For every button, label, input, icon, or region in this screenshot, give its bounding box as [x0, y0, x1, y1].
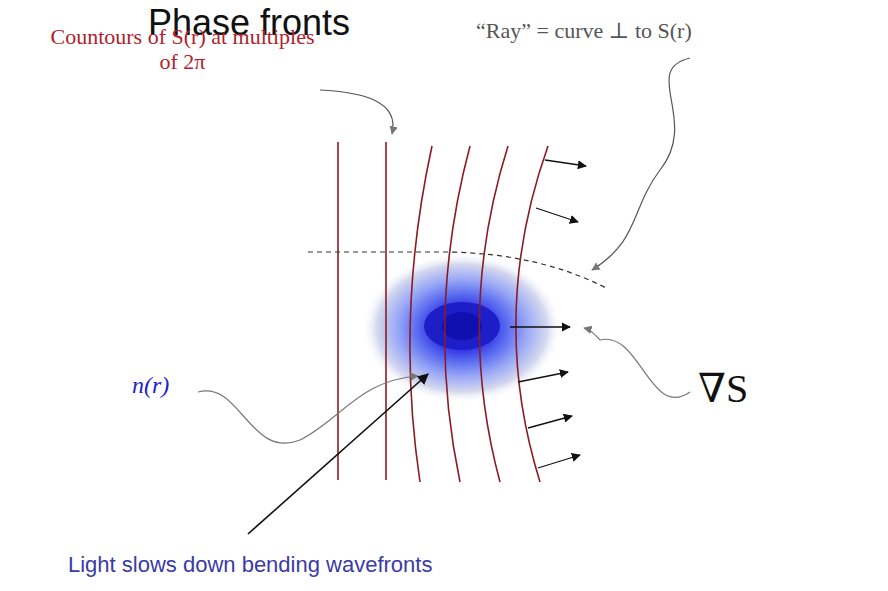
gradient-arrows [510, 160, 586, 468]
note-label: Light slows down bending wavefronts [68, 552, 668, 577]
leader-arrow [248, 374, 428, 534]
index-core [442, 312, 482, 340]
index-label: n(r) [132, 372, 202, 400]
phase-front-lines [338, 142, 548, 482]
gradient-label: ∇S [698, 366, 778, 412]
leader-line [198, 376, 418, 443]
contour-label: Countours of S(r) at multiples of 2π [40, 24, 325, 75]
leader-line [592, 58, 690, 270]
leader-line [584, 328, 690, 397]
ray-label: “Ray” = curve ⊥ to S(r) [476, 18, 796, 43]
leader-line [320, 90, 393, 134]
index-core [424, 302, 500, 350]
ray-curve [308, 252, 606, 288]
